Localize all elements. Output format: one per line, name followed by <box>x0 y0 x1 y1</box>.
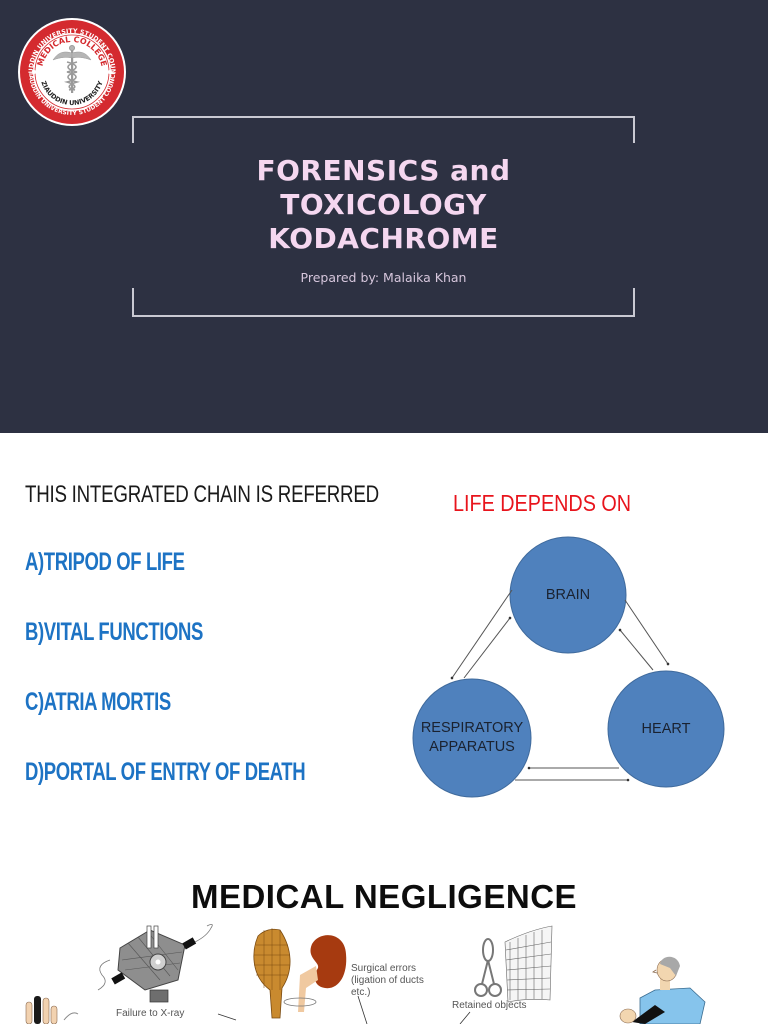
heart-node <box>607 670 725 788</box>
kidney-icon <box>283 935 347 1012</box>
caduceus-icon: ZIAUDDIN UNIVERSITY STUDENT COUNCIL ZIAU… <box>15 12 126 126</box>
brain-label: BRAIN <box>545 587 591 603</box>
caption-xray: Failure to X-ray <box>116 1008 185 1019</box>
title-line-3: KODACHROME <box>268 222 499 255</box>
arrow-brain-to-heart <box>624 599 670 666</box>
patient-icon <box>619 956 706 1024</box>
heart-label: HEART <box>641 721 691 737</box>
diagram-title: LIFE DEPENDS ON <box>453 490 632 516</box>
title-slide: ZIAUDDIN UNIVERSITY STUDENT COUNCIL ZIAU… <box>0 0 768 433</box>
caption-surgical-line-2: (ligation of ducts <box>351 975 424 986</box>
frame-tick-bl <box>132 288 134 316</box>
respiratory-label-line-2: APPARATUS <box>429 739 515 755</box>
caption-surgical-line-3: etc.) <box>351 987 371 998</box>
respiratory-label: RESPIRATORY APPARATUS <box>413 719 531 757</box>
retained-objects-icon <box>474 925 553 1003</box>
arrow-heart-to-brain <box>618 628 654 671</box>
option-c: C)ATRIA MORTIS <box>25 688 171 716</box>
option-a: A)TRIPOD OF LIFE <box>25 548 185 576</box>
tripod-diagram <box>412 536 725 798</box>
medical-college-logo: ZIAUDDIN UNIVERSITY STUDENT COUNCIL ZIAU… <box>15 12 127 127</box>
respiratory-node <box>412 678 532 798</box>
frame-tick-br <box>633 288 635 316</box>
arrow-brain-to-respiratory <box>450 589 513 680</box>
brain-node <box>509 536 627 654</box>
question-heading: THIS INTEGRATED CHAIN IS REFERRED <box>25 481 379 508</box>
option-d: D)PORTAL OF ENTRY OF DEATH <box>25 758 306 786</box>
frame-tick-tr <box>633 116 635 143</box>
negligence-title: MEDICAL NEGLIGENCE <box>190 878 578 915</box>
frame-top-line <box>132 116 635 118</box>
author-subtitle: Prepared by: Malaika Khan <box>300 270 467 285</box>
title-line-2: TOXICOLOGY <box>280 188 487 221</box>
caption-surgical-line-1: Surgical errors <box>351 963 417 974</box>
frame-tick-tl <box>132 116 134 143</box>
gallbladder-icon <box>253 928 291 1019</box>
presentation-title: FORENSICS and TOXICOLOGY KODACHROME <box>132 154 635 256</box>
caption-surgical: Surgical errors (ligation of ducts etc.) <box>351 963 424 999</box>
caption-retained: Retained objects <box>452 1000 527 1011</box>
option-b: B)VITAL FUNCTIONS <box>25 618 204 646</box>
arrow-respiratory-to-brain <box>463 616 512 679</box>
respiratory-label-line-1: RESPIRATORY <box>420 720 524 736</box>
title-line-1: FORENSICS and <box>256 154 511 187</box>
tripod-slide: THIS INTEGRATED CHAIN IS REFERRED A)TRIP… <box>0 433 768 830</box>
xray-machine-icon <box>97 924 213 1003</box>
hand-icon <box>25 996 79 1024</box>
negligence-illustration <box>25 924 706 1024</box>
negligence-slide: MEDICAL NEGLIGENCE <box>0 830 768 1024</box>
frame-bottom-line <box>132 315 635 317</box>
